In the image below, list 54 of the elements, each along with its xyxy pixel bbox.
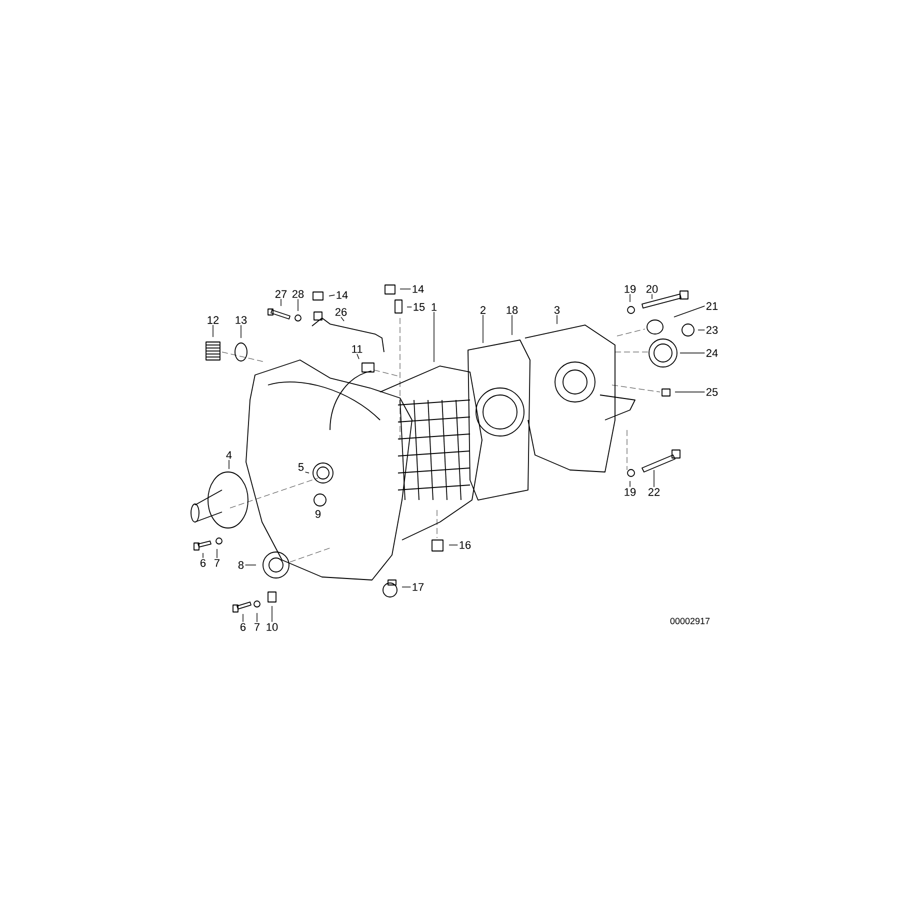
callout-number: 23 — [706, 326, 718, 334]
callout-number: 14 — [412, 285, 424, 293]
leader-line — [304, 472, 310, 474]
callout-number: 13 — [236, 316, 247, 324]
callout-number: 1 — [432, 303, 437, 311]
callout-number: 6 — [200, 559, 206, 567]
callout-number: 16 — [460, 541, 471, 549]
callout-number: 19 — [624, 285, 636, 293]
callout-number: 18 — [506, 306, 518, 314]
callout-number: 17 — [412, 583, 424, 591]
leader-line — [202, 552, 204, 558]
leader-line — [556, 314, 558, 324]
callout-number: 24 — [706, 349, 718, 357]
callout-number: 14 — [336, 291, 348, 299]
leader-line — [244, 564, 256, 566]
callout-number: 8 — [238, 561, 244, 569]
callout-number: 3 — [554, 306, 560, 314]
leader-line — [212, 324, 214, 338]
callout-number: 25 — [706, 388, 718, 396]
leader-line — [328, 294, 336, 296]
callout-number: 21 — [706, 302, 718, 310]
leader-line — [482, 314, 484, 344]
callout-number: 7 — [254, 623, 260, 631]
callout-number: 26 — [335, 308, 347, 316]
leader-line — [680, 352, 706, 354]
leader-line — [356, 354, 360, 360]
leader-line — [400, 288, 412, 290]
leader-line — [448, 544, 458, 546]
callout-number: 12 — [208, 316, 219, 324]
leader-line — [402, 586, 412, 588]
leader-line — [240, 324, 242, 338]
callout-number: 4 — [226, 451, 232, 459]
callout-number: 5 — [298, 463, 304, 471]
leader-line — [340, 316, 344, 322]
leader-line — [674, 306, 706, 318]
callout-number: 6 — [240, 623, 246, 631]
callout-number: 9 — [315, 510, 321, 518]
leader-line — [242, 614, 244, 622]
leader-line — [216, 548, 218, 558]
callout-number: 20 — [646, 285, 658, 293]
callout-number: 11 — [352, 345, 362, 353]
drawing-number: 00002917 — [670, 618, 710, 624]
leader-line — [280, 298, 282, 306]
callout-number: 28 — [292, 290, 304, 298]
callout-number: 19 — [624, 488, 636, 496]
callout-number: 7 — [214, 559, 220, 567]
callout-number: 22 — [648, 488, 660, 496]
leader-line — [256, 612, 258, 622]
callout-number: 27 — [275, 290, 287, 298]
leader-line — [228, 460, 230, 470]
callout-number: 15 — [414, 303, 425, 311]
leader-line — [406, 306, 412, 308]
callout-number: 10 — [266, 623, 278, 631]
callout-number: 2 — [480, 306, 486, 314]
